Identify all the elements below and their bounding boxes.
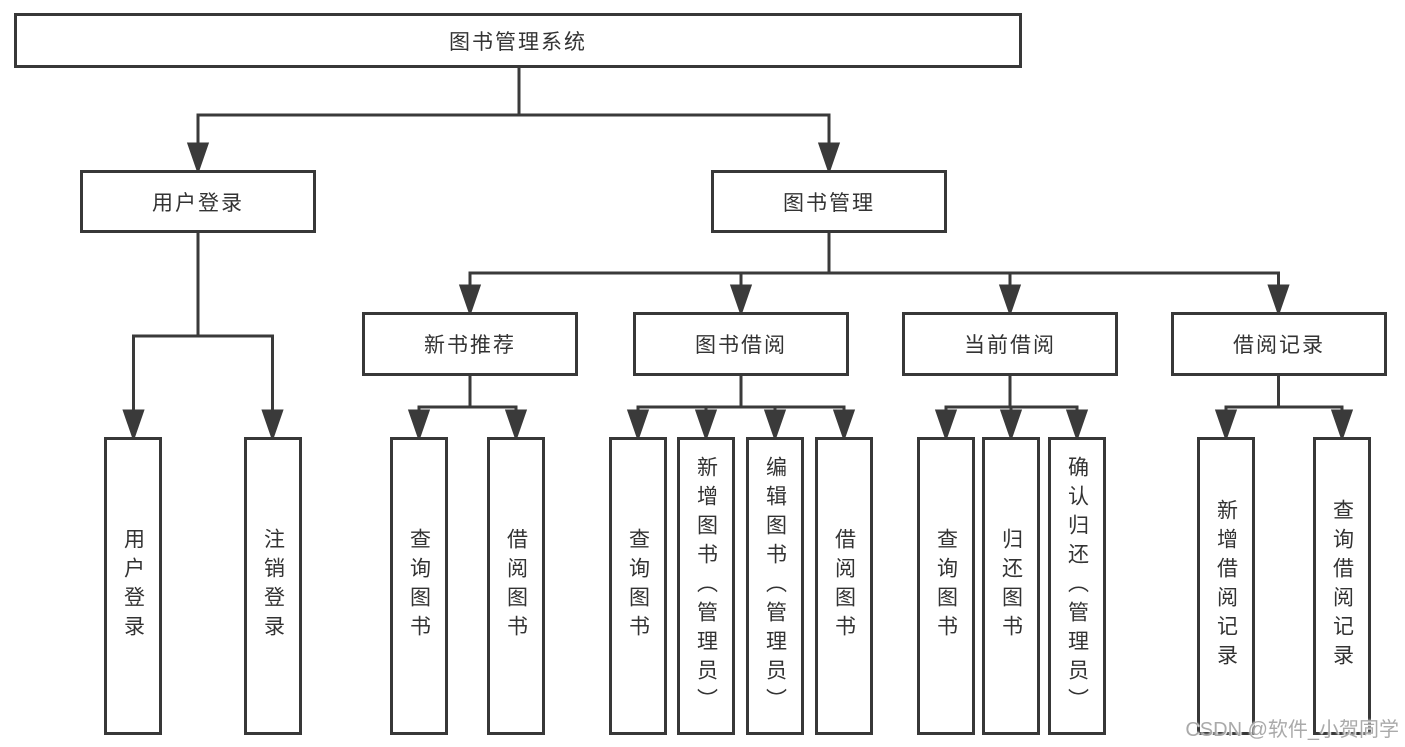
leaf-confirm-return-admin: 确认归还（管理员）: [1048, 437, 1106, 735]
leaf-return-book: 归还图书: [982, 437, 1040, 735]
leaf-borrow-books-borrowing: 借阅图书: [815, 437, 873, 735]
node-book-management-system: 图书管理系统: [14, 13, 1022, 68]
leaf-logout: 注销登录: [244, 437, 302, 735]
leaf-add-book-admin: 新增图书（管理员）: [677, 437, 735, 735]
node-book-management: 图书管理: [711, 170, 947, 233]
node-current-borrowing: 当前借阅: [902, 312, 1118, 376]
node-book-borrowing: 图书借阅: [633, 312, 849, 376]
leaf-query-borrow-record: 查询借阅记录: [1313, 437, 1371, 735]
leaf-query-books-recommend: 查询图书: [390, 437, 448, 735]
leaf-edit-book-admin: 编辑图书（管理员）: [746, 437, 804, 735]
leaf-add-borrow-record: 新增借阅记录: [1197, 437, 1255, 735]
leaf-borrow-books-recommend: 借阅图书: [487, 437, 545, 735]
leaf-user-login: 用户登录: [104, 437, 162, 735]
leaf-query-books-borrowing: 查询图书: [609, 437, 667, 735]
leaf-query-books-current: 查询图书: [917, 437, 975, 735]
csdn-watermark: CSDN @软件_小贺同学: [1185, 719, 1399, 741]
node-new-book-recommend: 新书推荐: [362, 312, 578, 376]
node-borrowing-records: 借阅记录: [1171, 312, 1387, 376]
node-user-login: 用户登录: [80, 170, 316, 233]
